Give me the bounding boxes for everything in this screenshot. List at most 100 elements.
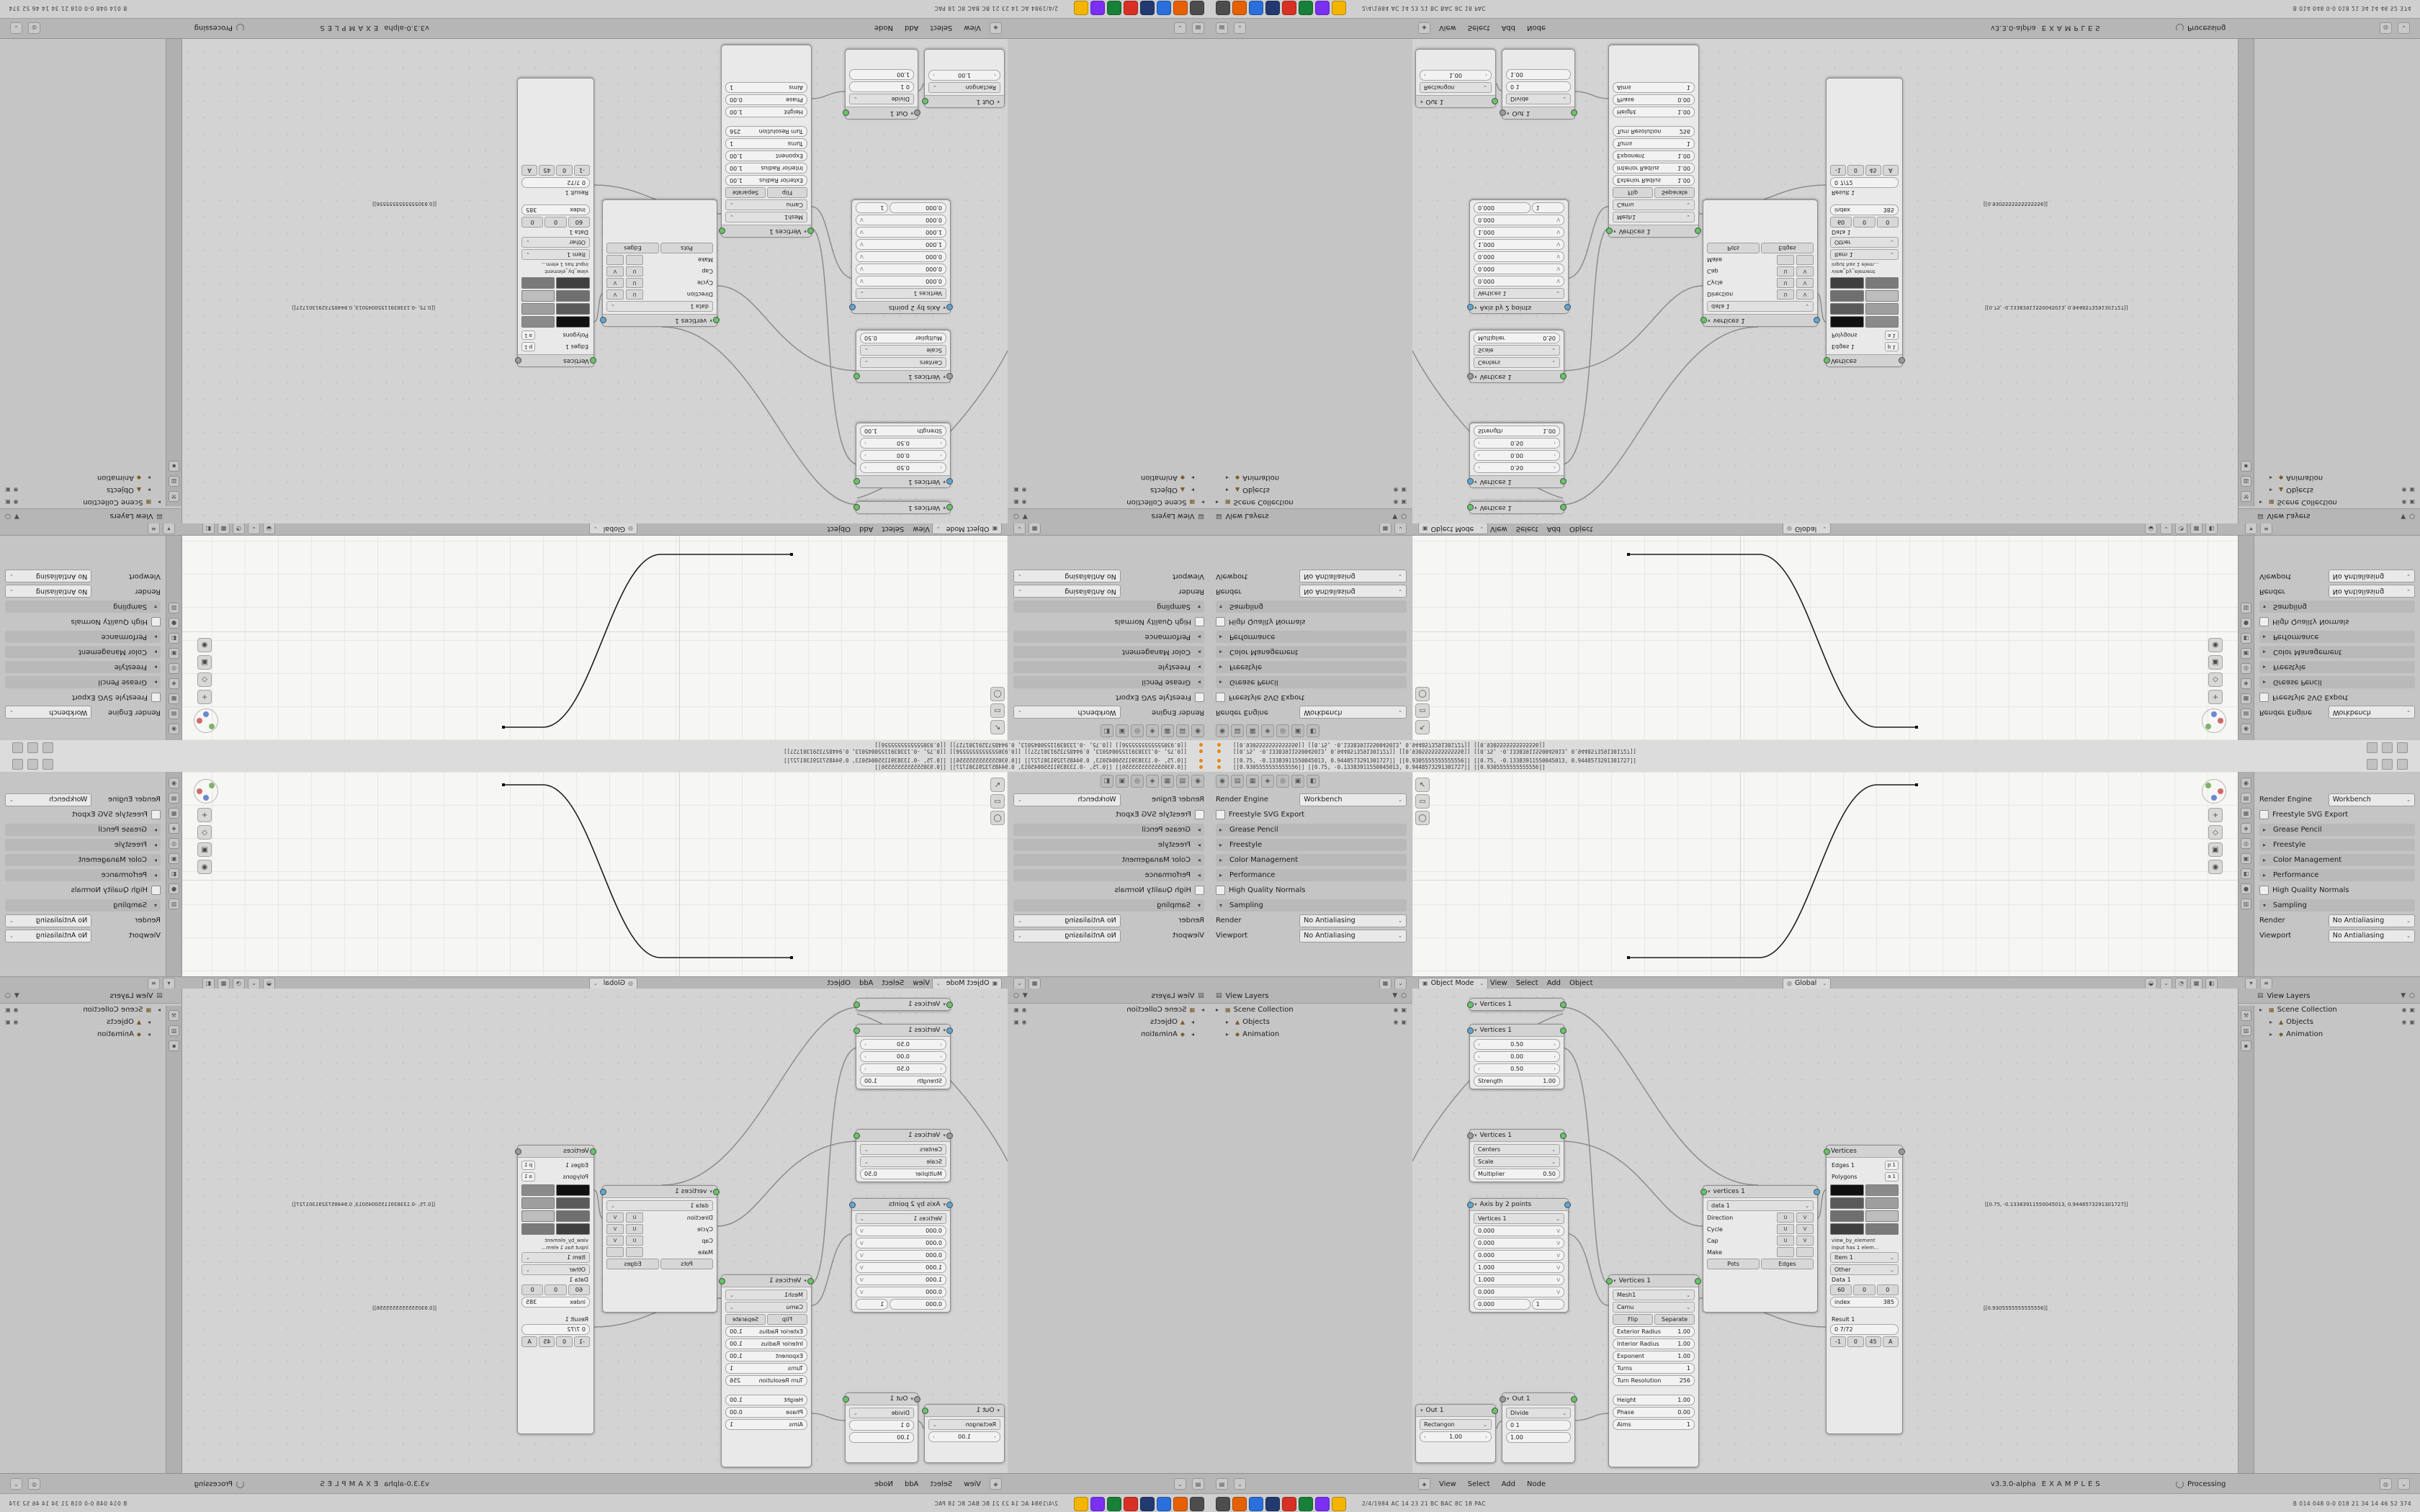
value-cell[interactable]: 0 xyxy=(521,1284,544,1295)
eye-icon[interactable]: ◉ xyxy=(13,1019,19,1025)
other-dropdown[interactable]: Other⌄ xyxy=(1830,237,1899,248)
node-out-rectangon[interactable]: ▾ Out 1 Rectangon⌄ ‹1.00› xyxy=(1415,49,1498,108)
input-socket[interactable] xyxy=(1467,373,1474,379)
input-socket[interactable] xyxy=(1467,1027,1474,1034)
checkbox[interactable] xyxy=(1216,617,1225,626)
chevron-down-icon[interactable]: ⌄ xyxy=(1394,523,1407,535)
value-field[interactable]: ‹0.50› xyxy=(860,462,946,473)
box-select-tool-icon[interactable]: ▭ xyxy=(990,703,1005,718)
app-icon-mail[interactable] xyxy=(1124,1,1138,15)
overlays-icon[interactable]: ▩ xyxy=(218,523,230,535)
section-performance[interactable]: ▸ Performance xyxy=(5,631,161,643)
section-freestyle[interactable]: ▸ Freestyle xyxy=(2259,839,2415,851)
collapse-arrow-icon[interactable]: ▾ xyxy=(910,1396,913,1402)
swatch[interactable] xyxy=(556,290,590,302)
app-icon-firefox[interactable] xyxy=(1232,1,1247,15)
expand-icon[interactable]: ⌄ xyxy=(10,22,22,34)
render-visibility-icon[interactable]: ▣ xyxy=(2409,1007,2415,1013)
value-field[interactable]: 1 xyxy=(856,202,889,213)
app-icon-media[interactable] xyxy=(1315,1,1330,15)
viewlayer-tab-icon[interactable]: ▦ xyxy=(2241,693,2251,704)
value-field[interactable]: 1.00 xyxy=(849,1432,914,1443)
section-performance[interactable]: ▸ Performance xyxy=(2259,631,2415,643)
value-cell[interactable]: 0 xyxy=(556,165,573,176)
node-header[interactable]: ▾ Vertices 1 xyxy=(853,475,953,487)
swatch[interactable] xyxy=(1865,1184,1899,1196)
node-vertices-1-values[interactable]: ▾ Vertices 1 ‹0.50› ‹0.00› ‹0.50› Streng… xyxy=(853,1024,953,1089)
options-icon[interactable]: ≡ xyxy=(148,977,160,989)
node-header[interactable]: ▾ Vertices 1 xyxy=(1467,1025,1567,1037)
filter-icon[interactable]: ▼ xyxy=(2401,513,2406,520)
vertices-dropdown[interactable]: Vertices 1⌄ xyxy=(856,1213,946,1224)
value-cell[interactable]: 0 xyxy=(544,1284,567,1295)
node-header[interactable]: ▾ vertices 1 xyxy=(1700,1186,1820,1198)
box-select-tool-icon[interactable]: ▭ xyxy=(990,794,1005,809)
edges-toggle[interactable]: Edges xyxy=(1761,1259,1814,1269)
menu-node[interactable]: Node xyxy=(1526,1480,1546,1488)
disclosure-triangle-icon[interactable]: ▸ xyxy=(1191,487,1194,493)
axis-x-handle[interactable] xyxy=(197,718,202,724)
render-visibility-icon[interactable]: ▣ xyxy=(1013,1007,1019,1013)
viewport-aa-dropdown[interactable]: No Antialiasing⌄ xyxy=(2328,570,2415,583)
filter-icon[interactable]: ▼ xyxy=(1022,992,1028,999)
axis-z-handle[interactable] xyxy=(2211,795,2217,801)
cursor-tool-icon[interactable]: ◯ xyxy=(990,687,1005,701)
swatch[interactable] xyxy=(556,303,590,315)
app-icon-settings[interactable] xyxy=(1074,1,1088,15)
mode-dropdown[interactable]: ▣Object Mode⌄ xyxy=(1418,523,1489,535)
output-socket[interactable] xyxy=(1560,1027,1567,1034)
app-icon-firefox[interactable] xyxy=(1232,1497,1247,1511)
output-socket[interactable] xyxy=(843,1396,849,1403)
output-socket[interactable] xyxy=(853,478,860,485)
divide-dropdown[interactable]: Divide⌄ xyxy=(1506,1408,1571,1418)
view-tab-icon[interactable]: ▥ xyxy=(2241,476,2251,487)
value-cell[interactable]: A xyxy=(1882,165,1899,176)
value-field[interactable]: 1 xyxy=(1531,1299,1564,1310)
disclosure-triangle-icon[interactable]: ▸ xyxy=(1226,1031,1229,1038)
section-sampling[interactable]: ▾ Sampling xyxy=(1013,899,1204,912)
search-icon[interactable]: ○ xyxy=(1013,992,1019,999)
section-grease-pencil[interactable]: ▸ Grease Pencil xyxy=(1013,676,1204,688)
menu-view[interactable]: View xyxy=(913,525,930,533)
output-socket[interactable] xyxy=(1814,317,1820,323)
outliner-row-scene-collection[interactable]: ▸ ▦ Scene Collection ◉▣ xyxy=(1216,498,1407,506)
output-tab-icon[interactable]: ▤ xyxy=(2241,793,2251,804)
menu-add[interactable]: Add xyxy=(859,979,874,987)
section-grease-pencil[interactable]: ▸ Grease Pencil xyxy=(2259,824,2415,836)
pan-icon[interactable]: ◇ xyxy=(2208,825,2223,840)
checkbox[interactable] xyxy=(151,886,161,895)
swatch[interactable] xyxy=(521,316,555,328)
axis-toggle[interactable]: U xyxy=(1777,266,1794,276)
axis-toggle[interactable] xyxy=(1796,1247,1814,1257)
camu-field[interactable]: Camu⌄ xyxy=(725,1302,807,1313)
filter-icon[interactable]: ▾ xyxy=(2245,523,2257,535)
render-engine-dropdown[interactable]: Workbench⌄ xyxy=(1299,706,1407,719)
value-field[interactable]: 0.000 xyxy=(1474,1299,1531,1310)
constraints-tab-icon[interactable]: ▥ xyxy=(169,899,179,909)
app-icon-files[interactable] xyxy=(1140,1497,1155,1511)
input-socket[interactable] xyxy=(1467,304,1474,310)
section-sampling[interactable]: ▾ Sampling xyxy=(5,899,161,912)
outliner-row-animation[interactable]: ▸ ◆ Animation xyxy=(1140,474,1194,482)
value-cell[interactable]: -1 xyxy=(1830,165,1847,176)
render-visibility-icon[interactable]: ▣ xyxy=(1013,487,1019,493)
shading-icon[interactable]: ◧ xyxy=(202,523,215,535)
collapse-arrow-icon[interactable]: ▾ xyxy=(804,228,807,234)
modifier-tab-icon[interactable]: ◧ xyxy=(169,868,179,879)
swatch[interactable] xyxy=(1830,1197,1864,1209)
swatch[interactable] xyxy=(1865,277,1899,289)
node-header[interactable]: ▾ vertices 1 xyxy=(600,1186,720,1198)
value-cell[interactable]: 45 xyxy=(539,1336,555,1347)
disclosure-triangle-icon[interactable]: ▸ xyxy=(2269,1031,2273,1038)
output-socket[interactable] xyxy=(1695,1278,1701,1284)
constraints-tab-icon[interactable]: ▥ xyxy=(2241,603,2251,613)
value-field[interactable]: 1.00 xyxy=(849,69,914,80)
